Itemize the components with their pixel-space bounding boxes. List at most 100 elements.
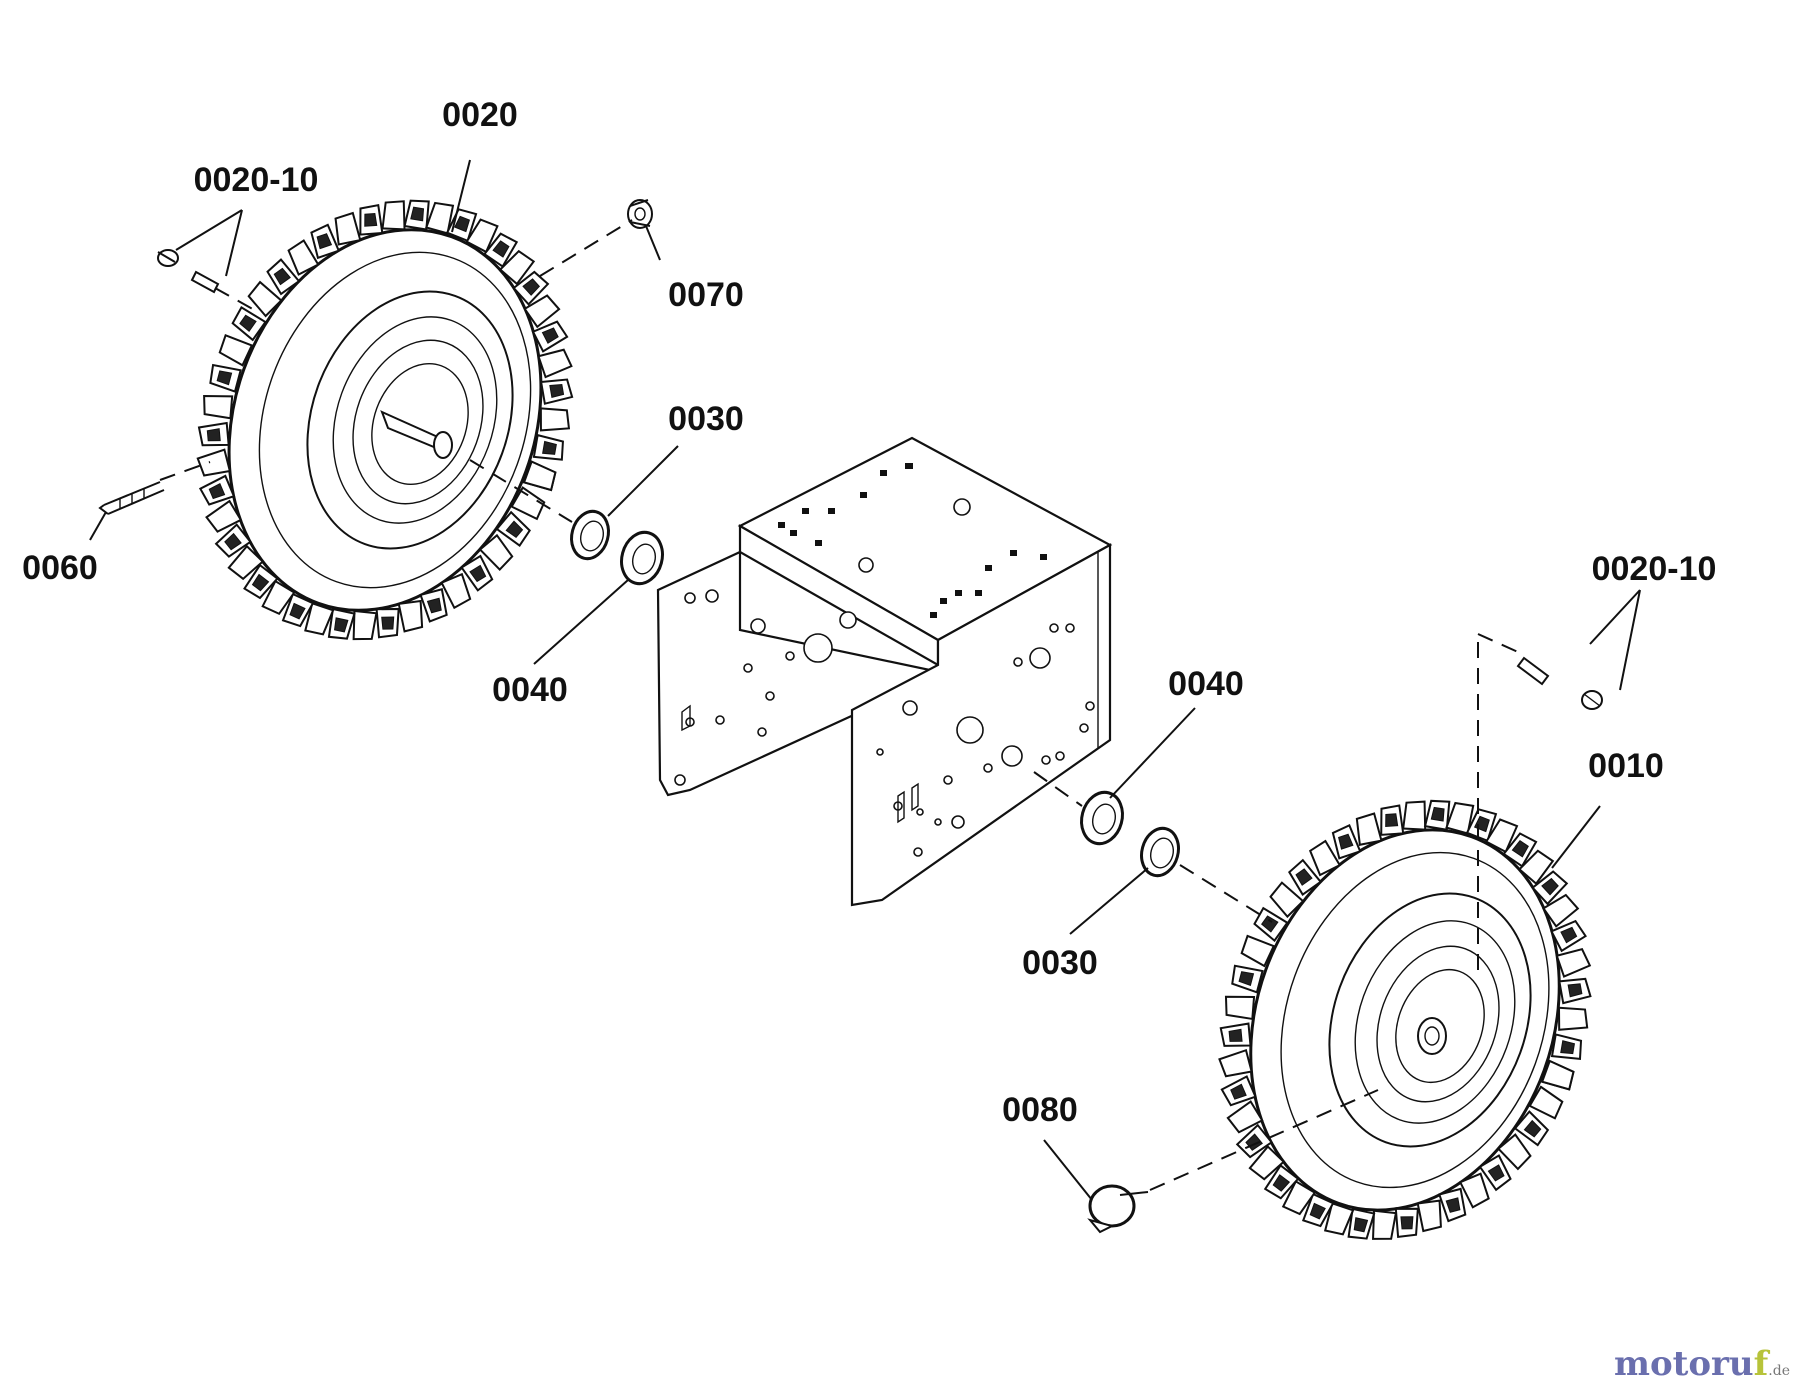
left-tread-lug (523, 294, 561, 329)
right-tread-lug-shade (1230, 1083, 1247, 1100)
left-tread-lug-shade (333, 617, 349, 633)
callout-washer-left: 0040 (492, 671, 568, 709)
right-tread-lug (1540, 1059, 1575, 1091)
right-tread-lug-shade (1295, 868, 1313, 886)
left-tread-lug-shade (289, 602, 306, 620)
left-tread-lug-shade (224, 532, 242, 551)
right-tread-lug (1372, 1209, 1398, 1240)
left-tread-lug-shade (541, 327, 559, 344)
watermark-logo: motoruf.de (1614, 1344, 1790, 1384)
leader-lines (89, 159, 1641, 1201)
watermark-accent: f (1753, 1344, 1769, 1384)
right-tread-lug (1557, 1006, 1589, 1031)
callout-ring-left: 0030 (668, 400, 744, 438)
left-tread-lug (397, 599, 424, 633)
right-tread-lug (1355, 812, 1383, 846)
right-tread-lug (1542, 893, 1580, 928)
valve-0020-10-left (157, 249, 220, 294)
centerline-left-pin (159, 461, 211, 481)
centerline-valve-right (1477, 633, 1519, 978)
left-tread-lug-shade (216, 370, 233, 386)
wheel-right (1218, 799, 1592, 1240)
left-tread-lug (196, 448, 232, 477)
centerline-axle-left (469, 459, 573, 523)
left-tread-lug (522, 460, 557, 492)
left-tread-lug-shade (206, 428, 221, 442)
left-tread-lug-shade (239, 314, 257, 332)
right-tread-lug (1484, 818, 1519, 854)
right-tread-lug (1269, 881, 1305, 919)
right-tread-lug-shade (1261, 915, 1279, 933)
callout-ring-right: 0030 (1022, 944, 1098, 982)
left-tread-lug (203, 395, 234, 420)
left-tread-lug (425, 201, 455, 235)
right-tread-lug (1224, 995, 1256, 1021)
centerline-clip (1149, 1089, 1379, 1191)
left-tread-lug (381, 200, 406, 231)
right-tread-lug-shade (1560, 1040, 1576, 1055)
callout-wheel-left: 0020 (442, 96, 518, 134)
right-tread-lug (1323, 1202, 1355, 1236)
left-tread-lug (465, 218, 499, 254)
left-tread-lug (510, 486, 546, 521)
left-tread-lug (227, 544, 265, 581)
frame-housing (656, 436, 1113, 907)
wheel-left (196, 199, 574, 641)
right-tread-lug (1402, 800, 1427, 831)
left-tread-lug-shade (208, 482, 226, 500)
left-tread-lug (247, 280, 283, 318)
right-tread-lug-shade (1385, 813, 1399, 828)
right-tread-lug-shade (1272, 1174, 1291, 1192)
left-tread-lug (218, 334, 254, 367)
left-tread-lug-shade (251, 573, 270, 592)
right-tread-lug (1458, 1172, 1490, 1209)
right-tread-lug (1496, 1133, 1532, 1171)
right-tread-lug-shade (1353, 1217, 1369, 1233)
callout-spacer: 0070 (668, 276, 744, 314)
right-tread-lug-shade (1400, 1216, 1414, 1230)
left-tread-lug (498, 249, 536, 286)
right-tread-lug-shade (1567, 983, 1583, 998)
left-tread-lug (537, 348, 573, 379)
left-tread-lug-shade (522, 278, 540, 296)
left-tread-lug-shade (469, 564, 487, 583)
left-tread-lug-shade (364, 212, 378, 227)
ring-0030-left (570, 509, 610, 561)
callout-pin: 0060 (22, 549, 98, 587)
left-tread-lug-shade (273, 267, 291, 286)
left-tread-lug (205, 499, 243, 533)
right-tread-lug-shade (1309, 1202, 1326, 1220)
centerline-axle-right (1033, 771, 1273, 923)
right-tread-lug-shade (1541, 877, 1559, 896)
right-tread-lug (1416, 1199, 1442, 1233)
right-tread-lug (1240, 934, 1276, 968)
left-tread-lug-shade (505, 520, 524, 539)
right-tread-lug (1248, 1145, 1286, 1181)
callout-wheel-right: 0010 (1588, 747, 1664, 785)
left-tread-lug (352, 609, 378, 641)
callout-washer-right: 0040 (1168, 665, 1244, 703)
washer-0040-right (1080, 790, 1124, 846)
valve-0020-10-right (1516, 656, 1603, 710)
left-tread-lug-shade (542, 440, 557, 455)
left-tread-lug (334, 211, 362, 246)
left-tread-lug (287, 239, 320, 276)
watermark-tld: .de (1768, 1363, 1790, 1379)
left-tread-lug (440, 572, 472, 610)
right-tread-lug (1226, 1100, 1264, 1134)
left-tread-lug-shade (549, 383, 565, 398)
right-tread-lug-shade (1560, 926, 1578, 944)
ring-0030-right (1140, 826, 1180, 878)
centerline-top (539, 219, 633, 277)
left-tread-lug-shade (492, 240, 510, 258)
left-tread-lug (304, 602, 335, 636)
spacer-0070 (627, 199, 653, 229)
left-tread-lug-shade (316, 233, 333, 250)
right-tread-lug-shade (1511, 840, 1529, 858)
left-tread-lug-shade (426, 597, 442, 614)
callout-valve-right: 0020-10 (1592, 550, 1717, 588)
left-tread-lug (539, 407, 571, 432)
right-tread-lug (1308, 839, 1342, 877)
